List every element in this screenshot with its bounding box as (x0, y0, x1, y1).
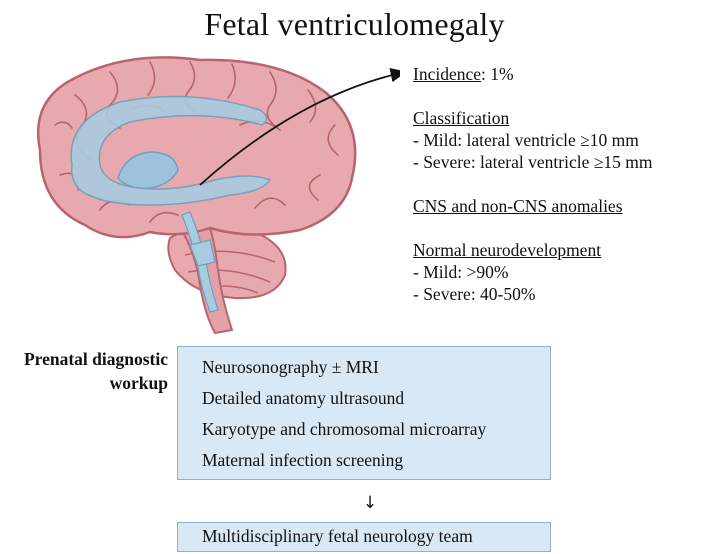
neurodevelopment-item: - Mild: >90% (413, 262, 509, 282)
incidence-line: Incidence: 1% (413, 63, 709, 85)
classification-item: - Mild: lateral ventricle ≥10 mm (413, 130, 639, 150)
classification-item: - Severe: lateral ventricle ≥15 mm (413, 152, 653, 172)
incidence-label: Incidence (413, 64, 482, 84)
workup-box: Neurosonography ± MRI Detailed anatomy u… (177, 346, 551, 480)
anomalies-heading: CNS and non-CNS anomalies (413, 196, 623, 216)
neurodevelopment-heading: Normal neurodevelopment (413, 240, 602, 260)
third-ventricle (117, 151, 179, 190)
incidence-value: : 1% (481, 64, 514, 84)
neurodevelopment-item: - Severe: 40-50% (413, 284, 536, 304)
workup-label-line: workup (109, 373, 168, 393)
workup-item: Karyotype and chromosomal microarray (202, 419, 487, 439)
page-title: Fetal ventriculomegaly (204, 6, 505, 42)
fourth-ventricle (189, 239, 216, 267)
lateral-ventricle (70, 95, 272, 206)
team-box: Multidisciplinary fetal neurology team (177, 522, 551, 552)
workup-label: Prenatal diagnostic workup (0, 347, 168, 395)
workup-item: Maternal infection screening (202, 450, 404, 470)
down-arrow-icon: ↓ (362, 493, 378, 513)
incidence-arrow (199, 68, 400, 186)
workup-item: Detailed anatomy ultrasound (202, 388, 405, 408)
classification-heading: Classification (413, 108, 510, 128)
brain-illustration (36, 56, 400, 335)
workup-label-line: Prenatal diagnostic (23, 349, 168, 369)
workup-item: Neurosonography ± MRI (202, 357, 379, 377)
info-panel: Incidence: 1% Classification - Mild: lat… (413, 63, 709, 305)
